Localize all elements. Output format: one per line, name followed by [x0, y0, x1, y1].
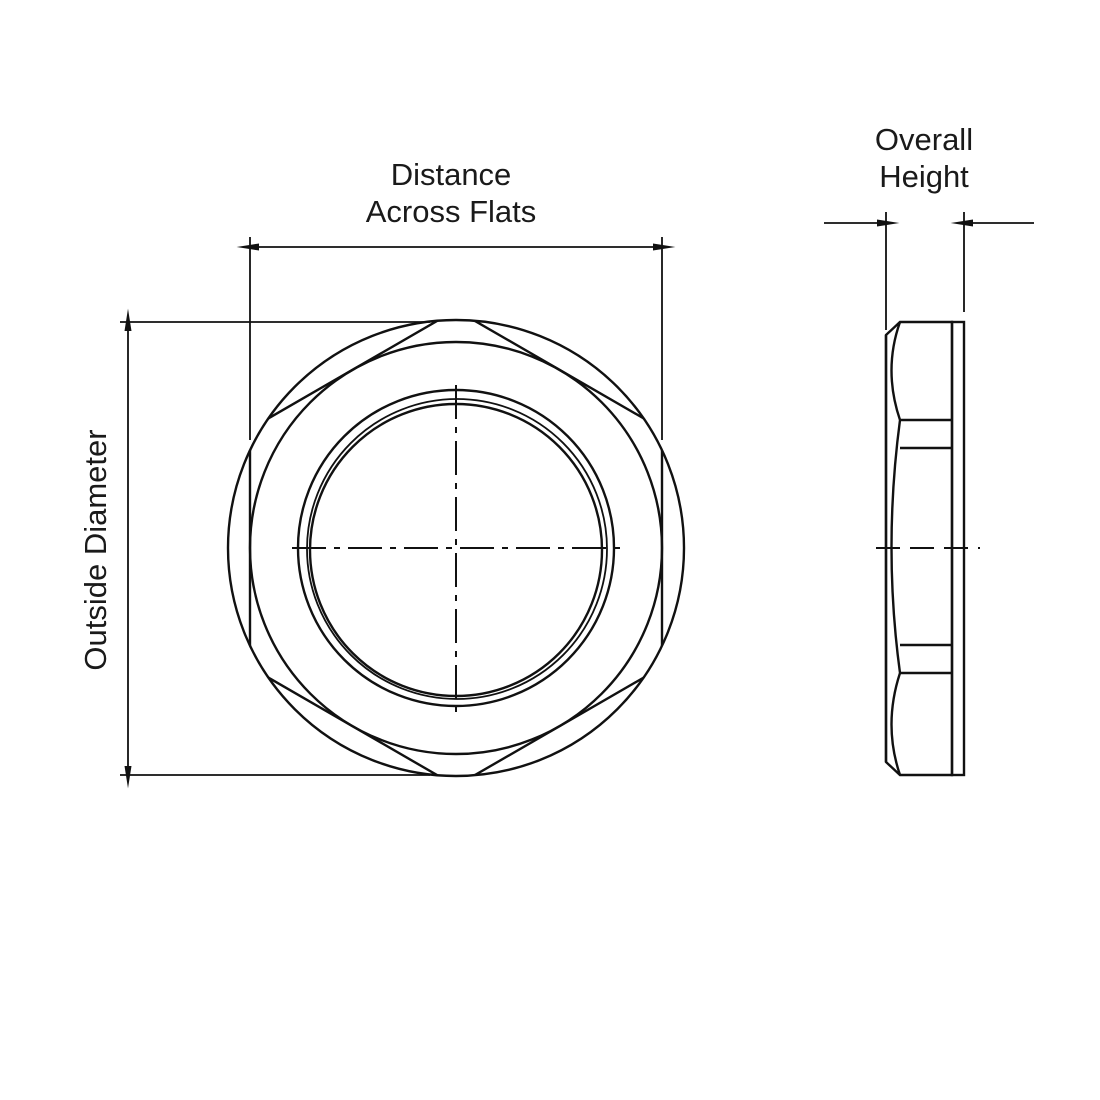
chamfer-circle [248, 340, 664, 756]
side-view [876, 320, 980, 777]
outer-circle [226, 318, 686, 778]
label-overall: Overall [875, 122, 973, 157]
label-across-flats: Across Flats [366, 194, 537, 229]
label-distance: Distance [391, 157, 512, 192]
label-height: Height [879, 159, 969, 194]
dimension-overall-height: Overall Height [824, 122, 1034, 330]
label-outside-diameter: Outside Diameter [78, 429, 113, 670]
inner-ring-outer [296, 388, 616, 708]
dimension-outside-diameter: Outside Diameter [78, 308, 430, 789]
front-view [226, 318, 686, 778]
dimension-across-flats: Distance Across Flats [236, 157, 676, 440]
